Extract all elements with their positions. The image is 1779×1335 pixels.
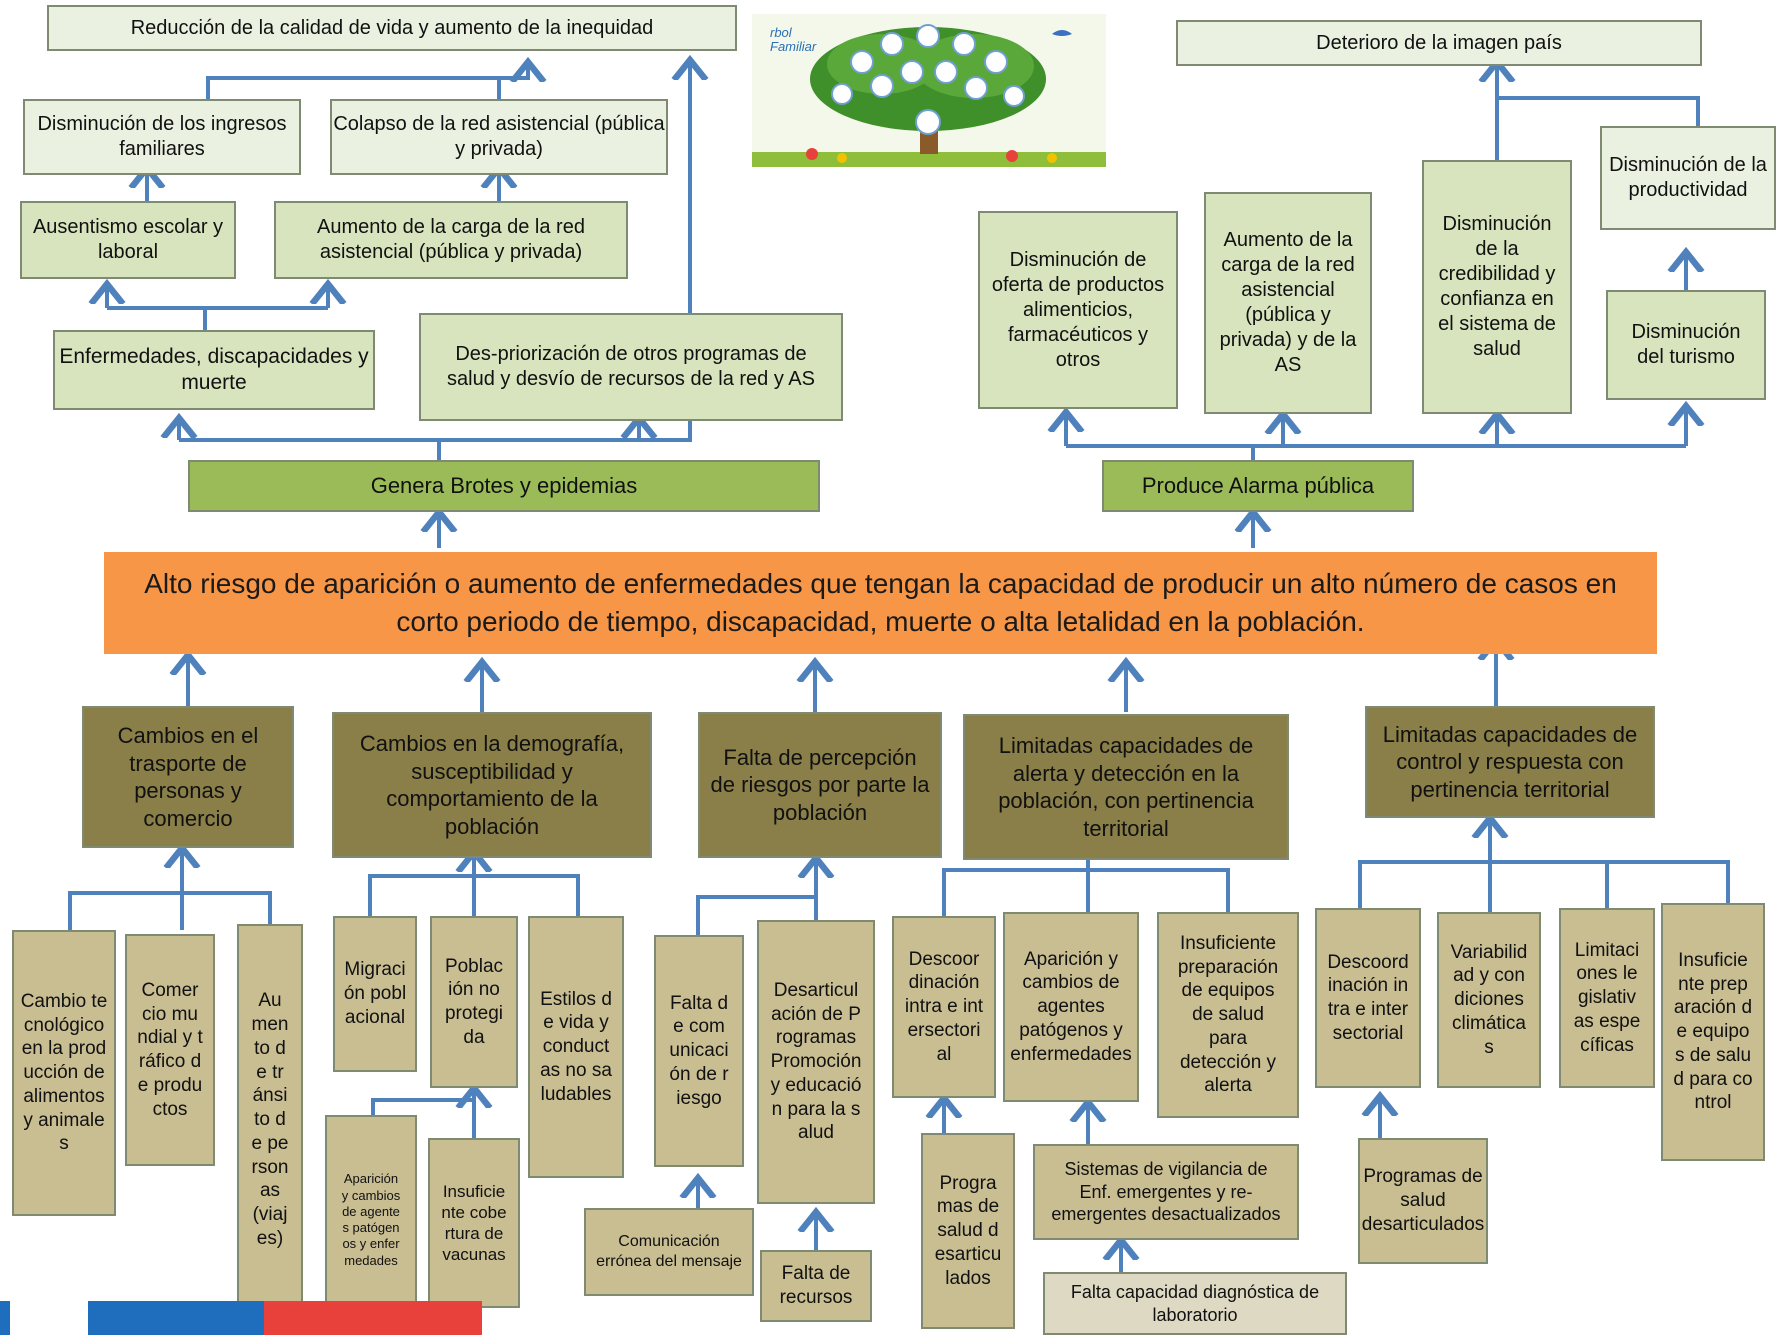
flag-bar-red [264, 1301, 482, 1335]
connectors [68, 60, 1730, 1272]
subcause-desarticulacion: Desarticulación de Programas Promoción y… [757, 920, 875, 1204]
subcause-descoordinacion-control: Descoordinación intra e intersectorial [1315, 908, 1421, 1088]
cause-percepcion: Falta de percepción de riesgos por parte… [698, 712, 942, 858]
subcause-insuficiente-equipos-control: Insuficiente preparación de equipos de s… [1661, 903, 1765, 1161]
tree-illustration [752, 14, 1106, 167]
subcause-migracion: Migración poblacional [333, 916, 417, 1072]
effect-disminucion-oferta: Disminución de oferta de productos alime… [978, 211, 1178, 409]
subcause-poblacion-no-protegida: Población no protegida [430, 916, 518, 1088]
subcause-transito: Aumento de tránsito de personas (viajes) [237, 924, 303, 1316]
subcause-comunicacion-erronea: Comunicación errónea del mensaje [584, 1208, 754, 1296]
effect-colapso-red: Colapso de la red asistencial (pública y… [330, 99, 668, 175]
effect-ausentismo: Ausentismo escolar y laboral [20, 201, 236, 279]
subcause-estilos-vida: Estilos de vida y conductas no saludable… [528, 916, 624, 1178]
subcause-sistemas-vigilancia: Sistemas de vigilancia de Enf. emergente… [1033, 1144, 1299, 1240]
effect-disminucion-productividad: Disminución de la productividad [1600, 126, 1776, 230]
flag-bar-blue [88, 1301, 264, 1335]
arrow-despriorizacion-to-reduccion [439, 60, 690, 442]
effect-despriorizacion: Des-priorización de otros programas de s… [419, 313, 843, 421]
subcause-falta-capacidad-lab: Falta capacidad diagnóstica de laborator… [1043, 1272, 1347, 1335]
cause-alerta: Limitadas capacidades de alerta y detecc… [963, 714, 1289, 860]
effect-produce-alarma: Produce Alarma pública [1102, 460, 1414, 512]
subcause-descoordinacion-alerta: Descoordinación intra e intersectorial [892, 916, 996, 1098]
subcause-falta-recursos: Falta de recursos [760, 1250, 872, 1322]
subcause-limitaciones: Limitaciones legislativas específicas [1559, 908, 1655, 1088]
subcause-insuficiente-preparacion: Insuficiente preparación de equipos de s… [1157, 912, 1299, 1118]
subcause-aparicion-agentes-small: Aparición y cambios de agentes patógenos… [325, 1115, 417, 1325]
effect-disminucion-ingresos: Disminución de los ingresos familiares [23, 99, 301, 175]
subcause-variabilidad: Variabilidad y condiciones climáticas [1437, 912, 1541, 1088]
effect-reduccion-calidad: Reducción de la calidad de vida y aument… [47, 5, 737, 51]
effect-aumento-carga-red: Aumento de la carga de la red asistencia… [274, 201, 628, 279]
subcause-aparicion-agentes: Aparición y cambios de agentes patógenos… [1003, 912, 1139, 1102]
effect-deterioro-imagen: Deterioro de la imagen país [1176, 20, 1702, 66]
effect-genera-brotes: Genera Brotes y epidemias [188, 460, 820, 512]
cause-control: Limitadas capacidades de control y respu… [1365, 706, 1655, 818]
family-tree-image: rbol Familiar [752, 14, 1106, 167]
cause-transporte: Cambios en el trasporte de personas y co… [82, 706, 294, 848]
core-problem: Alto riesgo de aparición o aumento de en… [104, 552, 1657, 654]
subcause-insuficiente-cobertura: Insuficiente cobertura de vacunas [428, 1138, 520, 1308]
effect-aumento-carga-red-as: Aumento de la carga de la red asistencia… [1204, 192, 1372, 414]
flag-bar-blue-left [0, 1301, 10, 1335]
fanout-brotes [177, 416, 641, 460]
subcause-comercio: Comercio mundial y tráfico de productos [125, 934, 215, 1166]
subcause-programas-desarticulados-alerta: Programas de salud desarticulados [921, 1133, 1015, 1329]
effect-disminucion-credibilidad: Disminución de la credibilidad y confian… [1422, 160, 1572, 414]
tree-caption: rbol Familiar [770, 25, 817, 55]
subcause-cambio-tecnologico: Cambio tecnológico en la producción de a… [12, 930, 116, 1216]
subcause-falta-comunicacion: Falta de comunicación de riesgo [654, 935, 744, 1167]
subcause-programas-desarticulados-control: Programas de salud desarticulados [1358, 1138, 1488, 1264]
cause-demografia: Cambios en la demografía, susceptibilida… [332, 712, 652, 858]
effect-enfermedades: Enfermedades, discapacidades y muerte [53, 330, 375, 410]
effect-disminucion-turismo: Disminución del turismo [1606, 290, 1766, 400]
